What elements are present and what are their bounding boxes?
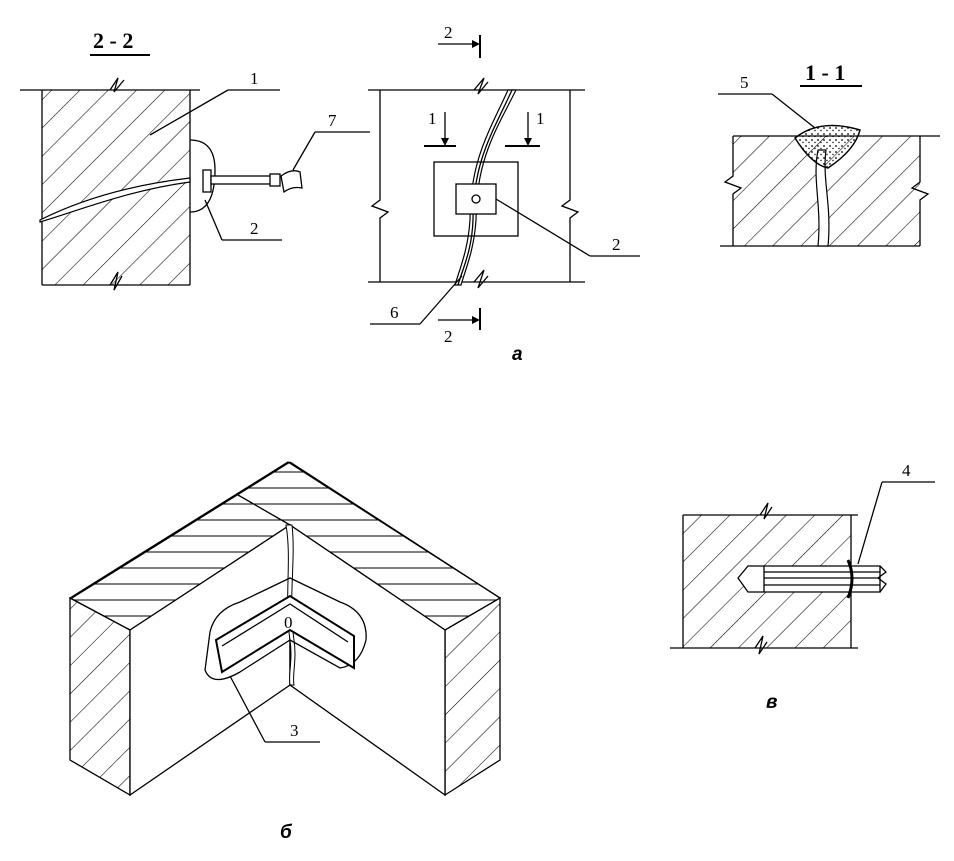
break-top [473,77,489,95]
break-mark-bottom [109,271,123,291]
gauge-tip [269,173,281,187]
callout-6: 6 [390,303,399,322]
gauge-rod [210,175,278,185]
leader-5 [771,93,816,129]
view-a: 2 2 1 1 2 6 а [368,23,640,365]
view-v: 4 в [670,461,935,713]
arrow-1-left-head [441,138,449,146]
leader-1 [149,89,229,136]
break-mark-top [109,77,125,93]
callout-1: 1 [250,69,259,88]
wall-hatch [42,90,190,285]
angle-plate [214,594,355,674]
caption-v: в [766,692,777,713]
gauge-handle [280,170,303,194]
anchor-grout [846,559,854,599]
leader-3 [229,675,266,743]
arrow-2-top-head [472,40,480,48]
caption-b: б [280,822,293,843]
section-mark-1-left: 1 [428,109,437,128]
crack-1-1 [815,149,830,247]
crack [39,177,191,223]
leader-7 [292,131,316,171]
cap-outer-right [289,461,501,599]
leader-4 [857,481,883,565]
callout-3: 3 [290,721,299,740]
angle-plate-inner [221,603,349,647]
callout-2: 2 [250,219,259,238]
callout-4: 4 [902,461,911,480]
corner-right-side [444,596,501,797]
callout-2-front: 2 [612,235,621,254]
section-1-1: 1 - 1 5 [718,60,940,247]
anchor-body [737,565,881,593]
break-bottom [473,269,489,289]
section-mark-1-right: 1 [536,109,545,128]
callout-5: 5 [740,73,749,92]
cap-outer-left [71,461,291,599]
leader-2 [204,199,223,241]
leader-2-front [495,198,591,257]
beacon-mound-1-1 [794,124,861,169]
cap-joint [237,494,291,526]
beacon-plate [202,169,212,193]
anchor-break [876,565,887,593]
slab-left [723,136,743,246]
section-2-2-title: 2 - 2 [93,28,133,53]
front-right-edge [560,90,580,282]
arrow-2-bottom-head [472,316,480,324]
beacon-mound [189,139,216,213]
angle-beacon-outline [204,577,367,681]
caption-a: а [512,344,523,365]
leader-6 [419,275,463,325]
section-2-2: 2 - 2 1 7 2 [20,28,370,291]
arrow-1-right-head [524,138,532,146]
break-v-bottom [754,635,768,655]
section-1-1-title: 1 - 1 [805,60,845,85]
slab-right [910,136,930,246]
beacon-front [433,161,519,237]
view-b: 0 3 б [68,461,502,843]
front-left-edge [370,90,390,282]
corner-left-side [69,596,131,797]
callout-7: 7 [328,111,337,130]
break-v-top [759,502,773,520]
section-mark-2-top: 2 [444,23,453,42]
marker-0: 0 [284,613,293,632]
beacon-hole [471,194,481,204]
section-mark-2-bottom: 2 [444,327,453,346]
